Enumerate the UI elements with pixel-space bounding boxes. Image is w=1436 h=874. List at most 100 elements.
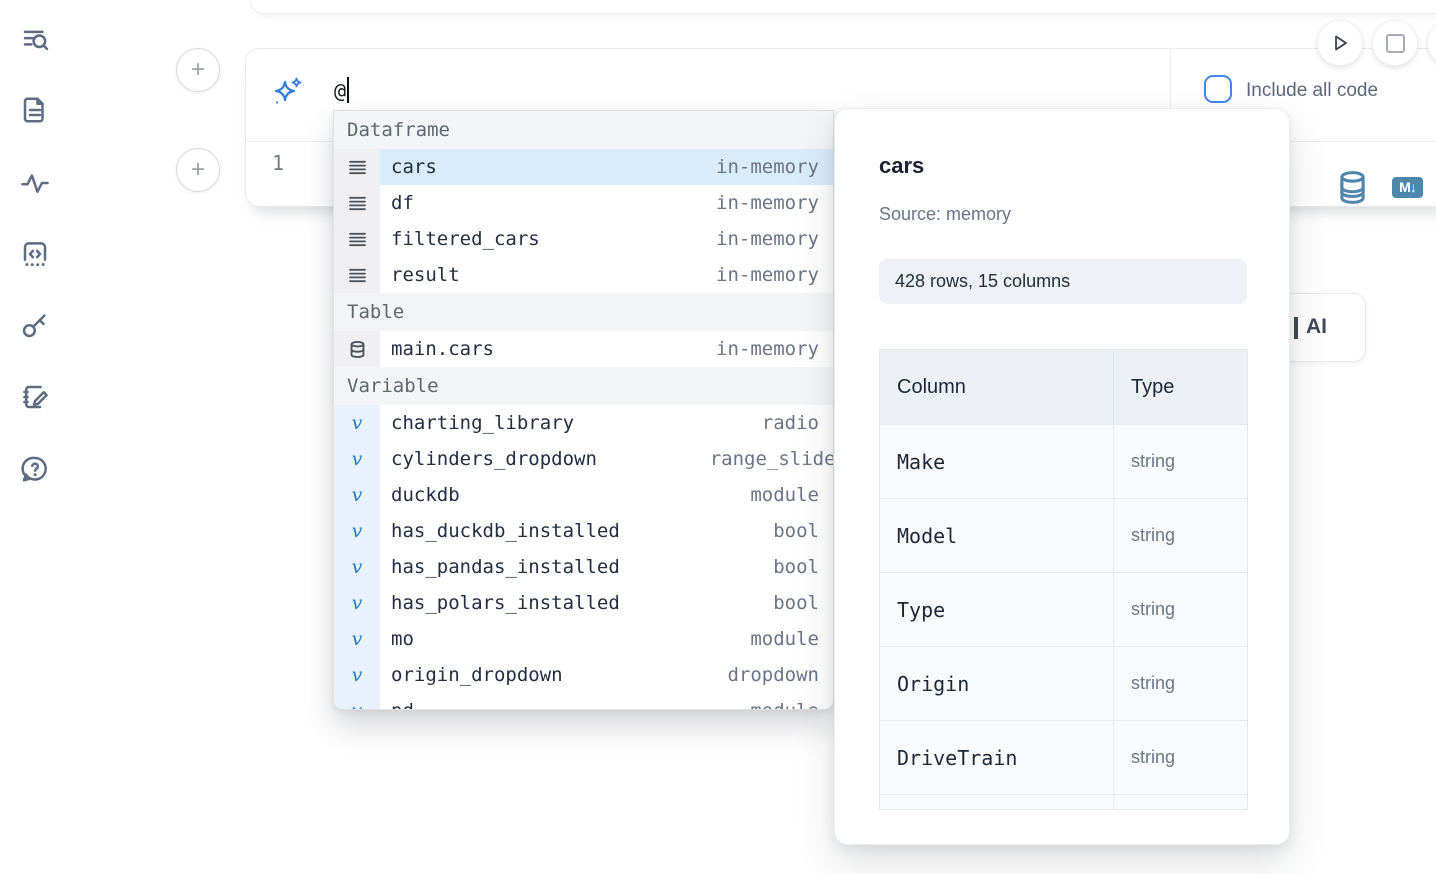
- schema-column-name: Type: [897, 597, 946, 622]
- completion-item[interactable]: filtered_cars in-memory: [334, 221, 833, 257]
- preview-title: cars: [879, 153, 925, 178]
- schema-table-row: DriveTrain string: [880, 720, 1247, 794]
- completion-item-name: cars: [391, 156, 437, 178]
- shape-badge: 428 rows, 15 columns: [879, 259, 1247, 304]
- dataframe-rows-icon: [348, 160, 366, 174]
- completion-item-name: df: [391, 192, 414, 214]
- run-cell-button[interactable]: [1318, 21, 1362, 65]
- completion-section-header: Dataframe: [334, 111, 833, 149]
- schema-column-type: string: [1131, 599, 1176, 619]
- add-cell-above-button[interactable]: +: [176, 48, 220, 92]
- variable-icon: v: [351, 447, 363, 470]
- previous-cell-edge: [250, 0, 1436, 14]
- completion-item-type: in-memory: [716, 264, 819, 286]
- completion-item-type: dropdown: [727, 664, 819, 686]
- completion-item-name: filtered_cars: [391, 228, 540, 250]
- include-all-code-label[interactable]: Include all code: [1246, 80, 1379, 101]
- clipped-glyph-fragment: [1294, 317, 1298, 339]
- schema-column-type: string: [1131, 525, 1176, 545]
- completion-item-type: bool: [773, 556, 819, 578]
- markdown-export-icon[interactable]: M↓: [1392, 177, 1423, 198]
- completion-item-name: pd: [391, 700, 414, 709]
- dataframe-output-icon[interactable]: [1338, 171, 1367, 209]
- code-block-icon[interactable]: [14, 233, 56, 275]
- completion-item-type: in-memory: [716, 228, 819, 250]
- code-editor-row[interactable]: 1: [246, 142, 1436, 208]
- schema-column-name: Model: [897, 523, 958, 548]
- schema-table-header: Column Type: [880, 350, 1247, 424]
- notebook-edit-icon[interactable]: [14, 376, 56, 418]
- schema-column-type: string: [1131, 451, 1176, 471]
- schema-table-row: Origin string: [880, 646, 1247, 720]
- completion-item[interactable]: v cylinders_dropdown range_slider: [334, 441, 833, 477]
- completion-item-name: origin_dropdown: [391, 664, 563, 686]
- line-number: 1: [272, 151, 285, 175]
- ai-button-label: AI: [1306, 315, 1327, 338]
- document-icon[interactable]: [14, 89, 56, 131]
- schema-column-name: Origin: [897, 671, 970, 696]
- ai-prompt-input[interactable]: @: [334, 77, 350, 103]
- dataframe-rows-icon: [348, 268, 366, 282]
- variable-icon: v: [351, 591, 363, 614]
- activity-icon[interactable]: [14, 162, 56, 204]
- completion-item[interactable]: v origin_dropdown dropdown: [334, 657, 833, 693]
- column-header: Column: [897, 375, 966, 398]
- sparkle-ai-icon: [270, 75, 304, 114]
- schema-table-row: Type string: [880, 572, 1247, 646]
- schema-table-row: [880, 794, 1247, 809]
- schema-column-name: DriveTrain: [897, 745, 1018, 770]
- completion-item-name: mo: [391, 628, 414, 650]
- completion-section-header: Variable: [334, 367, 833, 405]
- completion-item[interactable]: cars in-memory: [334, 149, 833, 185]
- completion-item-type: radio: [761, 412, 819, 434]
- schema-table-row: Make string: [880, 424, 1247, 498]
- help-icon[interactable]: [14, 448, 56, 490]
- completion-item-type: in-memory: [716, 338, 819, 360]
- variable-icon: v: [351, 411, 363, 434]
- completion-item-type: in-memory: [716, 192, 819, 214]
- completion-item-type: range_slider: [709, 448, 833, 470]
- completion-item-name: has_polars_installed: [391, 592, 620, 614]
- add-cell-below-button[interactable]: +: [176, 148, 220, 192]
- key-icon[interactable]: [14, 304, 56, 346]
- dataframe-rows-icon: [348, 196, 366, 210]
- stop-cell-button[interactable]: [1373, 21, 1417, 65]
- completion-item-type: module: [750, 700, 819, 709]
- schema-column-type: string: [1131, 673, 1176, 693]
- schema-table-row: Model string: [880, 498, 1247, 572]
- schema-column-type: string: [1131, 747, 1176, 767]
- completion-item[interactable]: df in-memory: [334, 185, 833, 221]
- completion-item[interactable]: v charting_library radio: [334, 405, 833, 441]
- preview-source: Source: memory: [879, 204, 1012, 224]
- completion-item-name: has_duckdb_installed: [391, 520, 620, 542]
- completion-item-name: cylinders_dropdown: [391, 448, 597, 470]
- variable-icon: v: [351, 627, 363, 650]
- more-cell-button[interactable]: [1428, 21, 1436, 65]
- variable-icon: v: [351, 555, 363, 578]
- variable-icon: v: [351, 519, 363, 542]
- completion-item-name: has_pandas_installed: [391, 556, 620, 578]
- schema-column-name: Make: [897, 449, 946, 474]
- variable-icon: v: [351, 663, 363, 686]
- include-all-code-checkbox[interactable]: [1204, 75, 1232, 103]
- completion-section-header: Table: [334, 293, 833, 331]
- completion-item-name: charting_library: [391, 412, 575, 434]
- completion-item-name: duckdb: [391, 484, 460, 506]
- table-db-icon: [350, 340, 364, 358]
- completion-item[interactable]: v has_pandas_installed bool: [334, 549, 833, 585]
- variable-icon: v: [351, 483, 363, 506]
- text-caret: [347, 77, 350, 103]
- completion-item[interactable]: vpdmodule: [334, 693, 833, 709]
- stop-square-icon: [1385, 33, 1405, 53]
- completion-item-type: in-memory: [716, 156, 819, 178]
- type-header: Type: [1131, 375, 1175, 398]
- toc-search-icon[interactable]: [14, 19, 56, 61]
